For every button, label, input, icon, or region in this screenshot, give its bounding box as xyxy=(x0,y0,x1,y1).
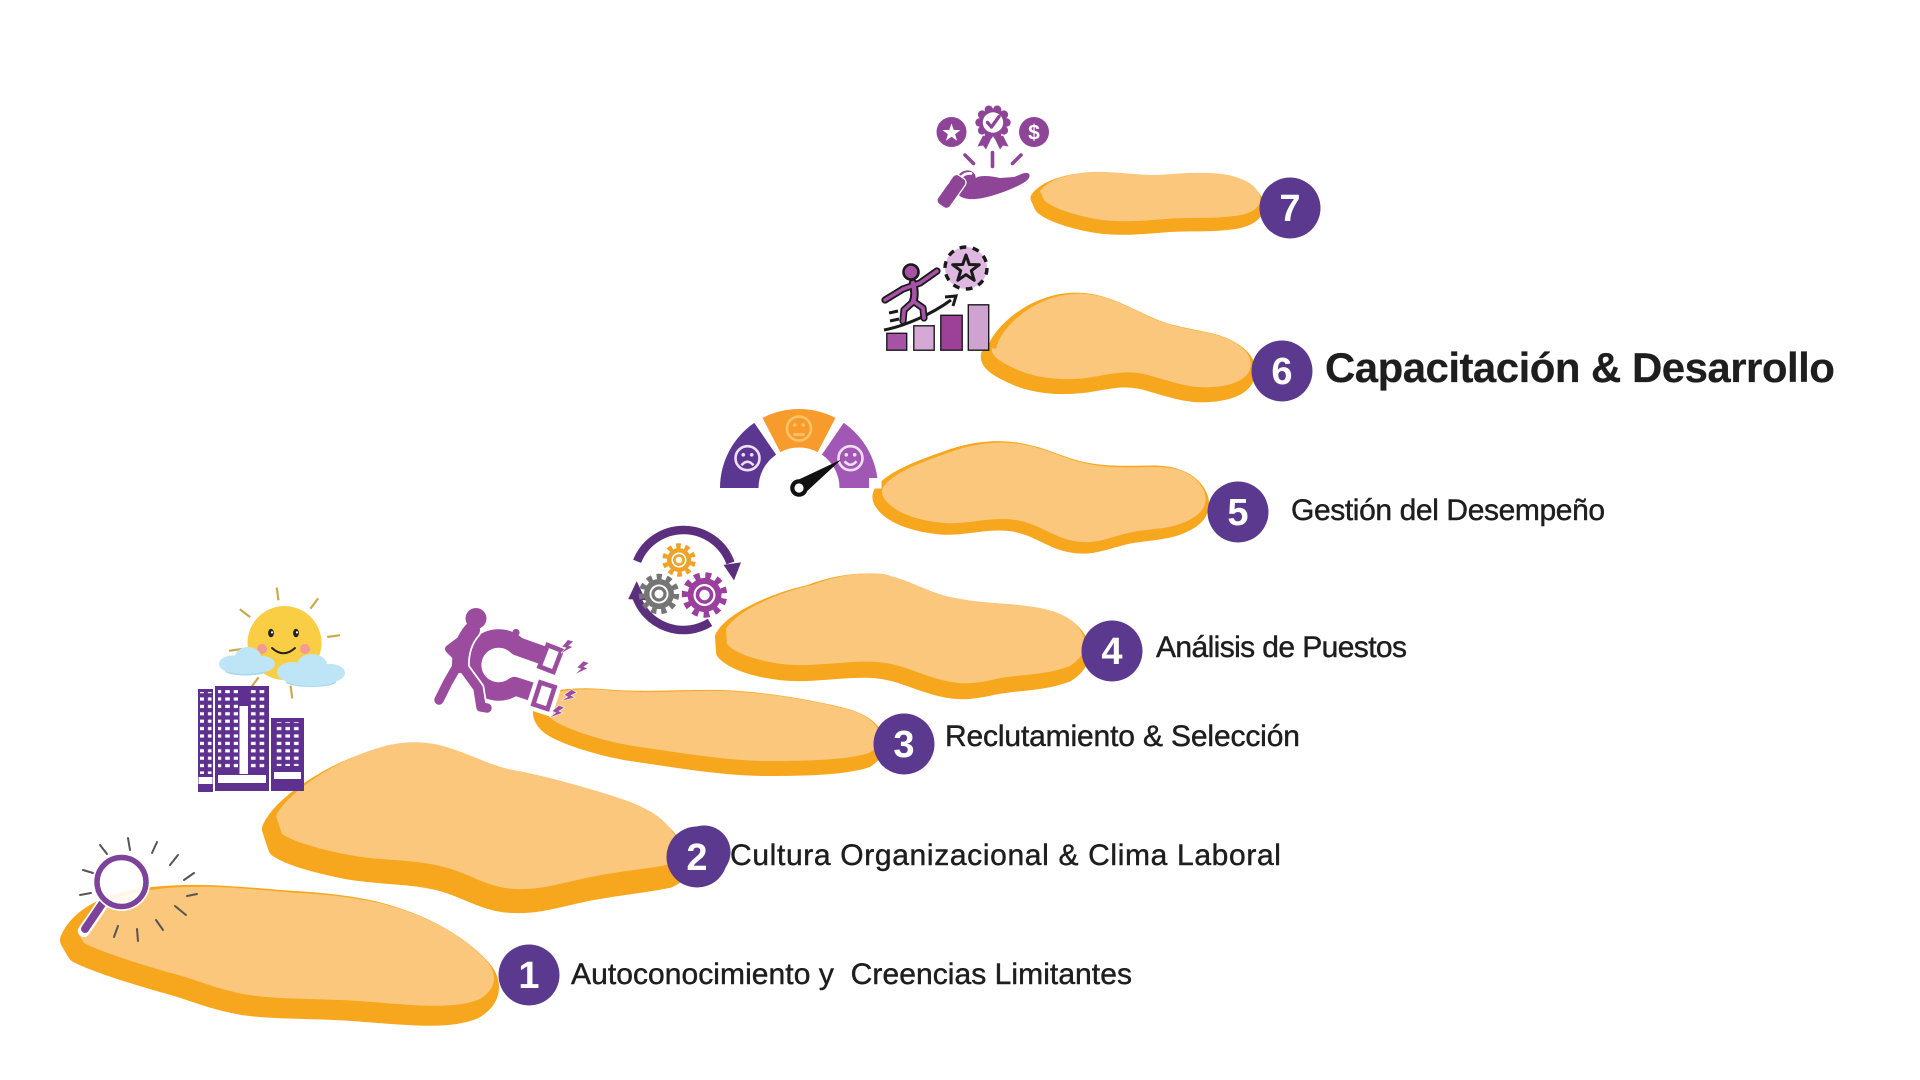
svg-text:2: 2 xyxy=(686,837,707,879)
svg-text:$: $ xyxy=(1028,122,1040,145)
svg-text:1: 1 xyxy=(518,955,539,997)
svg-text:3: 3 xyxy=(893,724,914,766)
svg-text:7: 7 xyxy=(1279,188,1300,230)
svg-text:6: 6 xyxy=(1271,351,1292,393)
svg-text:4: 4 xyxy=(1101,631,1122,673)
svg-text:5: 5 xyxy=(1227,492,1248,534)
